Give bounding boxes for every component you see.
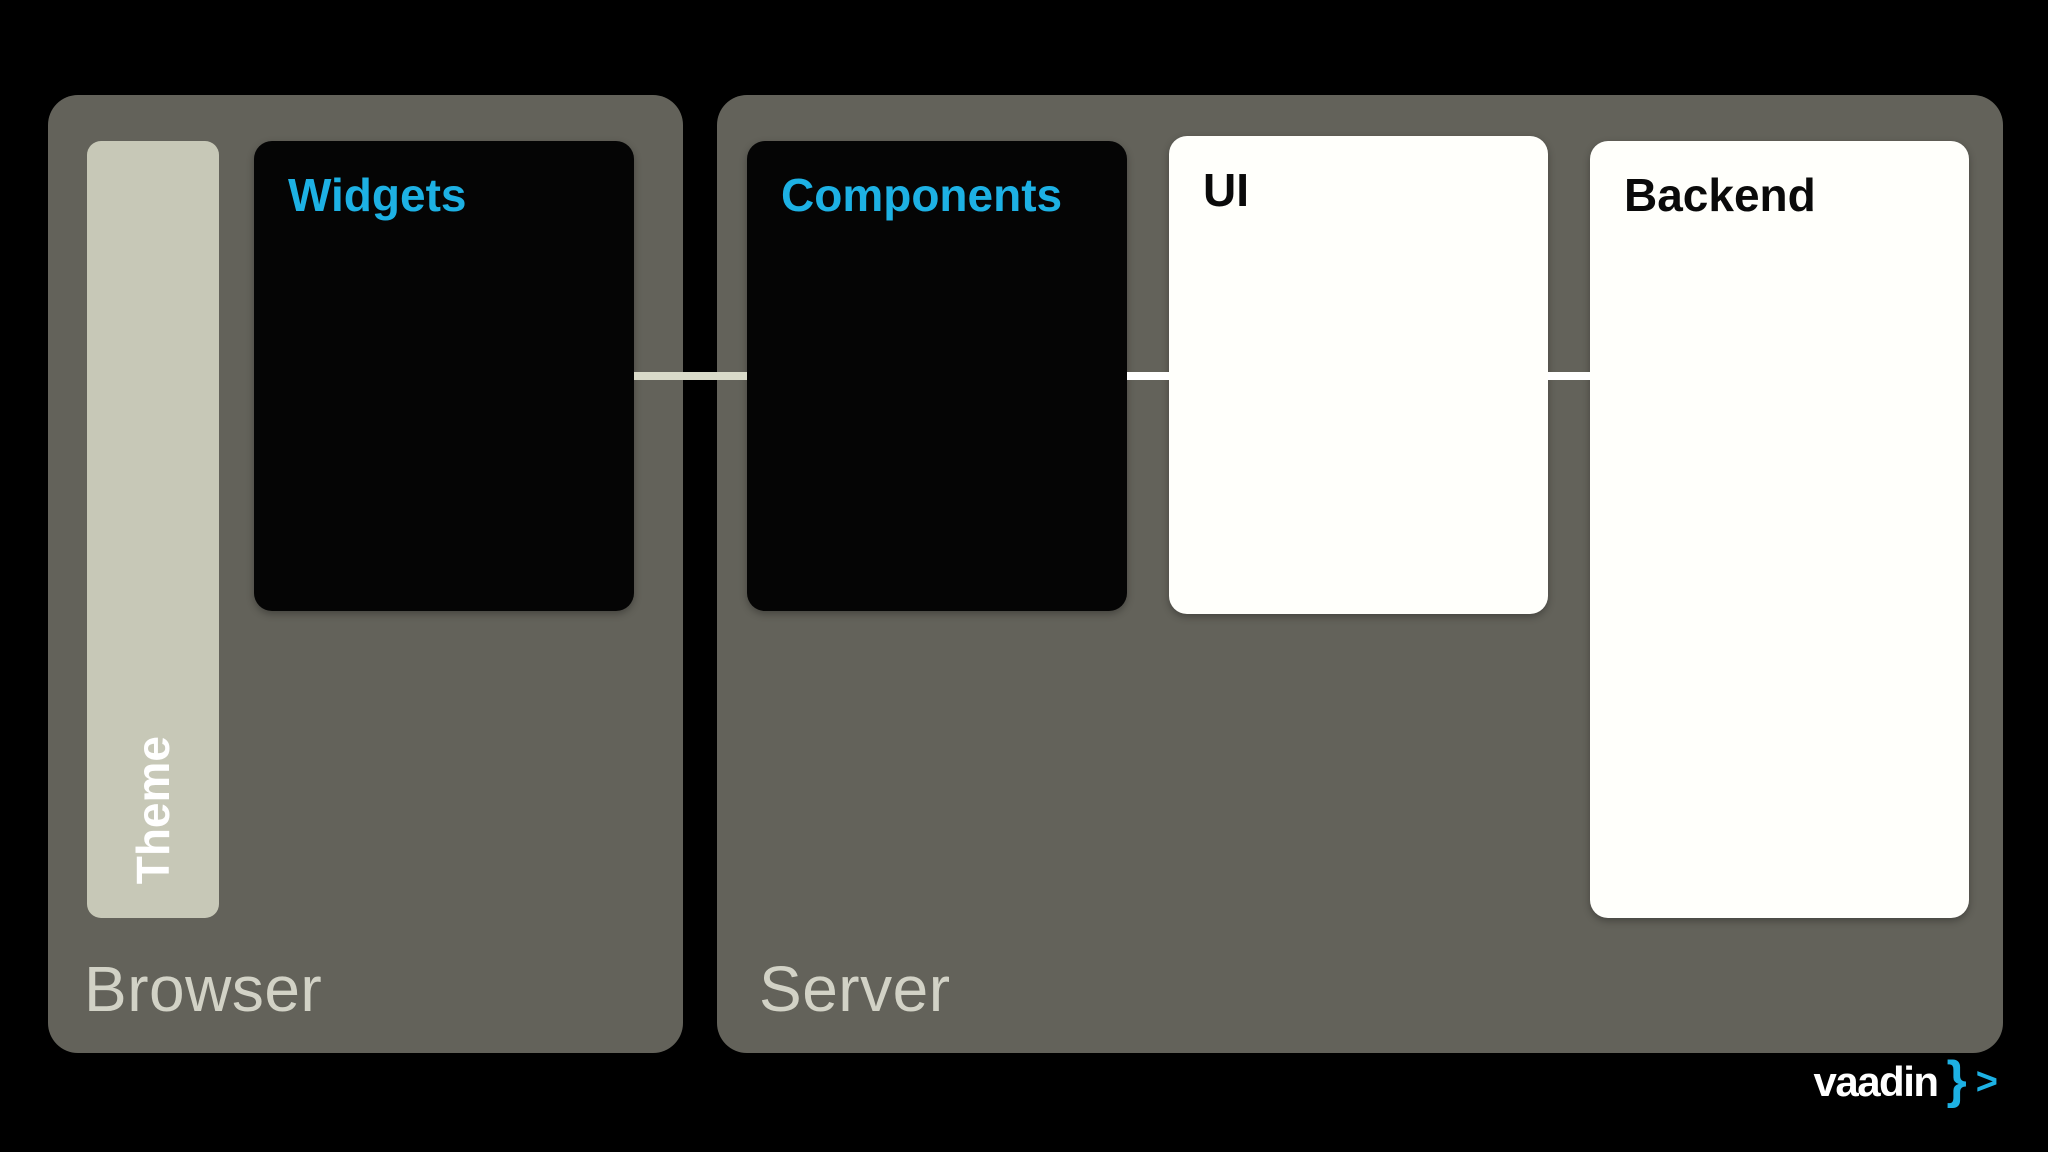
- server-container: Components UI Backend Server: [717, 95, 2003, 1053]
- components-box: Components: [747, 141, 1127, 611]
- vaadin-logo: vaadin } >: [1813, 1054, 1998, 1106]
- browser-container-label: Browser: [84, 953, 323, 1025]
- theme-bar-label: Theme: [127, 735, 179, 884]
- widgets-box-title: Widgets: [288, 169, 467, 221]
- widgets-box: Widgets: [254, 141, 634, 611]
- components-box-title: Components: [781, 169, 1063, 221]
- vaadin-logo-chevron-icon: >: [1975, 1061, 1998, 1103]
- backend-box-title: Backend: [1624, 169, 1816, 221]
- backend-box: Backend: [1590, 141, 1969, 918]
- ui-box-title: UI: [1203, 164, 1249, 216]
- ui-box: UI: [1169, 136, 1548, 614]
- server-container-label: Server: [759, 953, 951, 1025]
- connector-ui-backend: [1548, 372, 1590, 380]
- theme-bar: Theme: [87, 141, 219, 918]
- vaadin-logo-wordmark: vaadin: [1813, 1058, 1939, 1105]
- connector-widgets-components: [634, 372, 747, 380]
- vaadin-logo-brace-icon: }: [1946, 1051, 1967, 1109]
- connector-components-ui: [1127, 372, 1169, 380]
- browser-container: Theme Widgets Browser: [48, 95, 683, 1053]
